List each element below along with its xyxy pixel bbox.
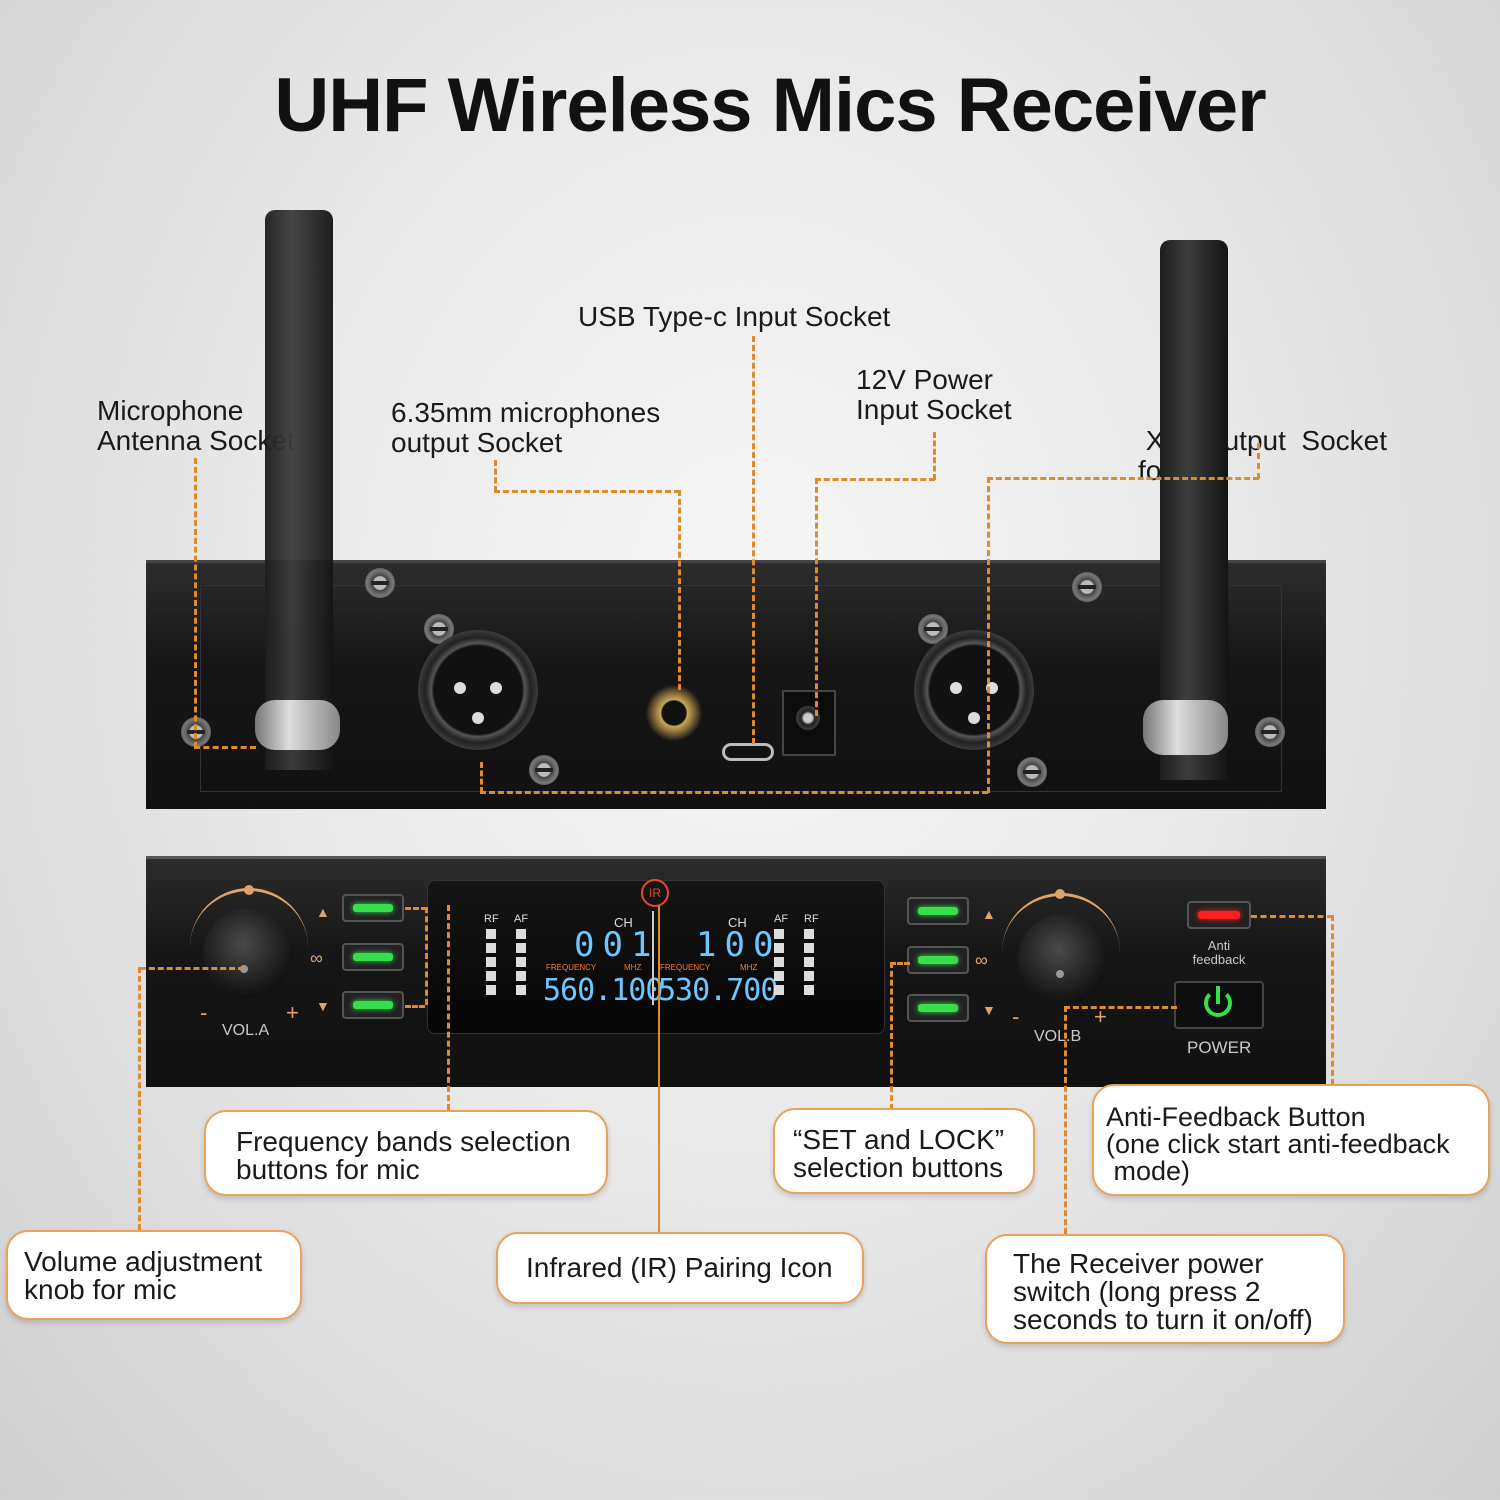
knob-b-arc-icon — [1002, 893, 1120, 956]
callout-ir-pairing: Infrared (IR) Pairing Icon — [496, 1232, 864, 1304]
lcd-mhz-a: MHZ — [624, 963, 642, 972]
lcd-af-b: AF — [774, 913, 789, 925]
anti-feedback-button[interactable] — [1187, 901, 1251, 929]
set-lock-button-b[interactable] — [907, 946, 969, 974]
screw-icon — [1072, 572, 1102, 602]
lcd-ch-a-label: CH — [614, 915, 633, 930]
lcd-ch-a-value: 001 — [574, 925, 660, 965]
lcd-mhz-b: MHZ — [740, 963, 758, 972]
freq-down-button-a[interactable] — [342, 991, 404, 1019]
power-button[interactable] — [1174, 981, 1264, 1029]
ir-pairing-icon: IR — [641, 879, 669, 907]
set-lock-button-a[interactable] — [342, 943, 404, 971]
antenna-right — [1160, 240, 1228, 780]
knob-a-arc-icon — [190, 888, 308, 951]
power-icon — [1204, 989, 1232, 1017]
screw-icon — [365, 568, 395, 598]
antenna-right-base — [1143, 700, 1228, 755]
vol-b-label: VOL.B — [1034, 1028, 1082, 1045]
lcd-frequency-b-label: FREQUENCY — [660, 963, 711, 972]
lcd-meter-rf-a — [486, 929, 496, 999]
lcd-meter-af-b — [774, 929, 784, 999]
link-icon: ∞ — [310, 948, 323, 968]
freq-down-button-b[interactable] — [907, 994, 969, 1022]
power-label: POWER — [1187, 1038, 1252, 1057]
lcd-rf-b: RF — [804, 913, 819, 925]
xlr-socket-right[interactable] — [914, 630, 1034, 750]
arrow-up-icon: ▲ — [982, 906, 996, 922]
link-icon: ∞ — [975, 950, 988, 970]
rear-panel — [146, 560, 1326, 809]
lcd-ch-b-value: 100 — [696, 925, 782, 965]
arrow-down-icon: ▼ — [316, 998, 330, 1014]
screw-icon — [1017, 757, 1047, 787]
lcd-freq-a-value: 560.100 — [543, 973, 663, 1008]
usb-c-label: USB Type-c Input Socket — [578, 301, 891, 332]
lcd-rf-a: RF — [484, 913, 499, 925]
lcd-meter-af-a — [516, 929, 526, 999]
vol-b-plus: + — [1094, 1004, 1107, 1029]
arrow-down-icon: ▼ — [982, 1002, 996, 1018]
screw-icon — [529, 755, 559, 785]
usb-c-socket[interactable] — [722, 743, 774, 761]
callout-anti-feedback: Anti-Feedback Button(one click start ant… — [1092, 1084, 1490, 1196]
arrow-up-icon: ▲ — [316, 904, 330, 920]
lcd-frequency-a-label: FREQUENCY — [546, 963, 597, 972]
lcd-ch-b-label: CH — [728, 915, 747, 930]
freq-up-button-a[interactable] — [342, 894, 404, 922]
vol-a-label: VOL.A — [222, 1022, 270, 1039]
dc-power-socket[interactable] — [782, 690, 836, 756]
lcd-meter-rf-b — [804, 929, 814, 999]
xlr-socket-left[interactable] — [418, 630, 538, 750]
screw-icon — [918, 614, 948, 644]
freq-up-button-b[interactable] — [907, 897, 969, 925]
antenna-left-base — [255, 700, 340, 750]
vol-b-minus: - — [1012, 1004, 1020, 1029]
lcd-af-a: AF — [514, 913, 529, 925]
antenna-left — [265, 210, 333, 770]
screw-icon — [1255, 717, 1285, 747]
page-title: UHF Wireless Mics Receiver — [274, 63, 1266, 148]
lcd-freq-b-value: 530.700 — [658, 973, 778, 1008]
vol-a-minus: - — [200, 1000, 208, 1025]
jack-635-socket[interactable] — [646, 685, 702, 741]
vol-a-plus: + — [286, 1000, 299, 1025]
callout-set-lock: “SET and LOCK”selection buttons — [773, 1108, 1035, 1194]
